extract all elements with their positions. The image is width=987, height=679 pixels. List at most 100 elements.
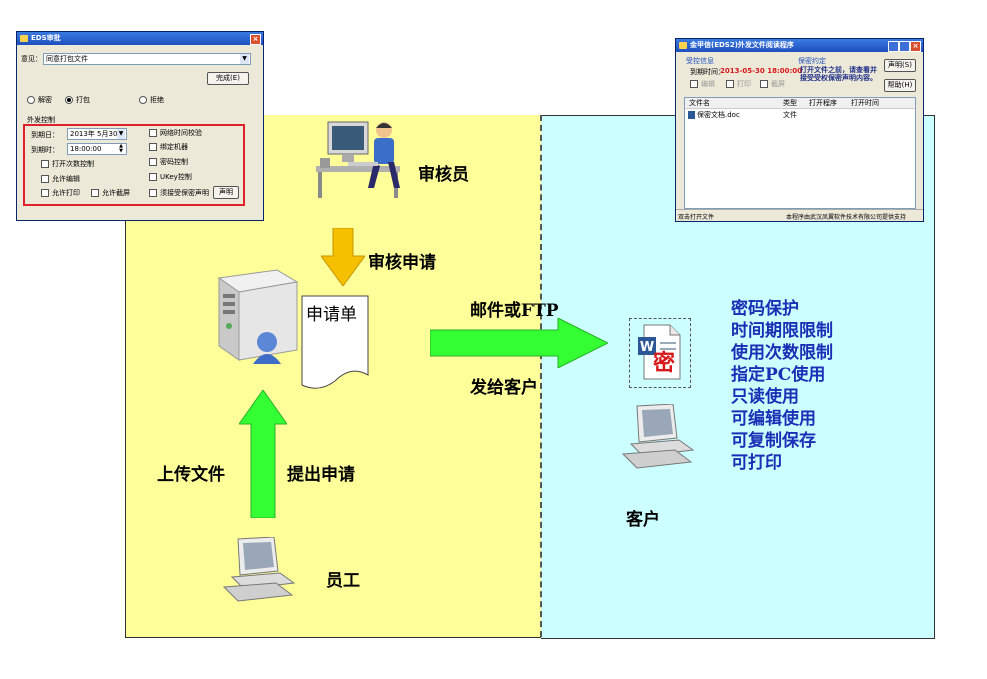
viewer-cb-edit-label: 编辑 [701, 80, 715, 88]
client-label: 客户 [626, 510, 660, 530]
status-left: 双击打开文件 [678, 214, 715, 221]
expiry-date-label: 到期日： [31, 131, 59, 139]
checkbox-icon[interactable] [149, 173, 157, 181]
viewer-cb-screenshot: 截屏 [760, 79, 785, 89]
upload-file-label: 上传文件 [157, 465, 225, 485]
done-button[interactable]: 完成(E) [207, 72, 249, 85]
secret-agreement-text: 打开文件之前，请查看并接受受权保密声明内容。 [800, 66, 877, 82]
chevron-down-icon[interactable]: ▼ [117, 129, 125, 139]
expiry-time-label: 到期时： [31, 146, 59, 154]
auditor-workstation-icon [308, 118, 406, 202]
radio-decrypt[interactable]: 解密 [27, 95, 52, 105]
word-file-icon [688, 111, 695, 119]
checkbox-icon[interactable] [149, 189, 157, 197]
opinion-select[interactable]: 同意打包文件 ▼ [43, 53, 251, 65]
checkbox-open-count-label: 打开次数控制 [52, 160, 94, 168]
chevron-down-icon[interactable]: ▼ [240, 54, 249, 64]
file-list-header: 文件名 类型 打开程序 打开时间 [685, 98, 915, 109]
viewer-expiry-prefix: 到期时间： [690, 68, 725, 76]
viewer-status-bar: 双击打开文件 本程序由武汉凤翼软件技术有限公司提供支持 [676, 209, 923, 221]
opinion-label: 意见： [21, 55, 42, 63]
viewer-cb-edit: 编辑 [690, 79, 715, 89]
viewer-expiry-value: 2013-05-30 18:00:00 [720, 67, 803, 75]
radio-reject-icon[interactable] [139, 96, 147, 104]
checkbox-icon[interactable] [149, 143, 157, 151]
checkbox-allow-print[interactable]: 允许打印 [41, 188, 80, 198]
viewer-cb-screenshot-label: 截屏 [771, 80, 785, 88]
row-type: 文件 [783, 111, 797, 119]
employee-label: 员工 [326, 571, 360, 591]
outbound-control-group-label: 外发控制 [27, 116, 55, 124]
zone-divider [540, 115, 542, 637]
row-filename: 保密文档.doc [697, 111, 740, 119]
review-down-arrow [320, 227, 366, 287]
secret-agreement-group-label: 保密约定 [798, 57, 826, 65]
radio-pack-icon[interactable] [65, 96, 73, 104]
checkbox-accept-secret[interactable]: 须接受保密声明 [149, 188, 209, 198]
viewer-cb-print: 打印 [726, 79, 751, 89]
radio-pack[interactable]: 打包 [65, 95, 90, 105]
col-program[interactable]: 打开程序 [809, 99, 837, 107]
approval-titlebar[interactable]: EDS审批 × [17, 32, 263, 45]
close-icon[interactable]: × [250, 34, 261, 45]
checkbox-icon[interactable] [91, 189, 99, 197]
minimize-icon[interactable] [888, 41, 899, 52]
checkbox-open-count[interactable]: 打开次数控制 [41, 159, 94, 169]
checkbox-icon[interactable] [41, 160, 49, 168]
spinner-arrows-icon[interactable]: ▲▼ [119, 143, 123, 154]
server-icon [205, 264, 305, 368]
checkbox-allow-edit[interactable]: 允许编辑 [41, 174, 80, 184]
radio-reject-label: 拒绝 [150, 96, 164, 104]
col-type[interactable]: 类型 [783, 99, 797, 107]
send-to-client-label: 发给客户 [470, 378, 538, 398]
expiry-date-picker[interactable]: 2013年 5月30日 ▼ [67, 128, 127, 140]
checkbox-icon[interactable] [41, 189, 49, 197]
checkbox-password[interactable]: 密码控制 [149, 157, 188, 167]
employee-computer-icon [218, 536, 298, 603]
viewer-titlebar[interactable]: 金甲信(EDS2)外发文件阅读程序 × [676, 39, 923, 52]
checkbox-allow-edit-label: 允许编辑 [52, 175, 80, 183]
review-request-label: 审核申请 [368, 253, 436, 273]
expiry-time-value: 18:00:00 [70, 145, 102, 153]
checkbox-accept-secret-label: 须接受保密声明 [160, 189, 209, 197]
statement-button[interactable]: 声明 [213, 186, 239, 199]
encrypted-document-icon: W [629, 318, 691, 388]
submit-request-label: 提出申请 [287, 465, 355, 485]
radio-decrypt-icon[interactable] [27, 96, 35, 104]
app-icon [679, 42, 687, 49]
feature-item: 可打印 [731, 453, 782, 473]
checkbox-ukey[interactable]: UKey控制 [149, 172, 192, 182]
radio-decrypt-label: 解密 [38, 96, 52, 104]
viewer-window: 金甲信(EDS2)外发文件阅读程序 × 受控信息 到期时间： 2013-05-3… [675, 38, 924, 222]
checkbox-network-time[interactable]: 网络时间校验 [149, 128, 202, 138]
radio-reject[interactable]: 拒绝 [139, 95, 164, 105]
viewer-help-button[interactable]: 帮助(H) [884, 79, 916, 92]
checkbox-icon[interactable] [149, 158, 157, 166]
viewer-cb-print-label: 打印 [737, 80, 751, 88]
checkbox-icon[interactable] [41, 175, 49, 183]
upload-up-arrow [238, 389, 288, 519]
checkbox-icon[interactable] [149, 129, 157, 137]
table-row[interactable]: 保密文档.doc 文件 [685, 110, 915, 120]
app-icon [20, 35, 28, 42]
checkbox-bind-machine[interactable]: 绑定机器 [149, 142, 188, 152]
checkbox-allow-print-label: 允许打印 [52, 189, 80, 197]
col-filename[interactable]: 文件名 [689, 99, 710, 107]
checkbox-icon [690, 80, 698, 88]
expiry-time-spinner[interactable]: 18:00:00 ▲▼ [67, 143, 127, 155]
feature-item: 使用次数限制 [731, 343, 833, 363]
secret-seal-glyph: 密 [653, 350, 676, 376]
viewer-statement-button[interactable]: 声明(S) [884, 59, 916, 72]
opinion-value: 同意打包文件 [46, 55, 88, 63]
checkbox-network-time-label: 网络时间校验 [160, 129, 202, 137]
checkbox-icon [726, 80, 734, 88]
close-icon[interactable]: × [910, 41, 921, 52]
application-form-document [301, 295, 369, 393]
maximize-icon[interactable] [899, 41, 910, 52]
checkbox-allow-screenshot[interactable]: 允许截屏 [91, 188, 130, 198]
status-right: 本程序由武汉凤翼软件技术有限公司提供支持 [786, 214, 907, 221]
mail-ftp-label: 邮件或FTP [470, 301, 559, 321]
col-opentime[interactable]: 打开时间 [851, 99, 879, 107]
checkbox-allow-screenshot-label: 允许截屏 [102, 189, 130, 197]
approval-window: EDS审批 × 意见： 同意打包文件 ▼ 完成(E) 解密 打包 拒绝 外发控制… [16, 31, 264, 221]
